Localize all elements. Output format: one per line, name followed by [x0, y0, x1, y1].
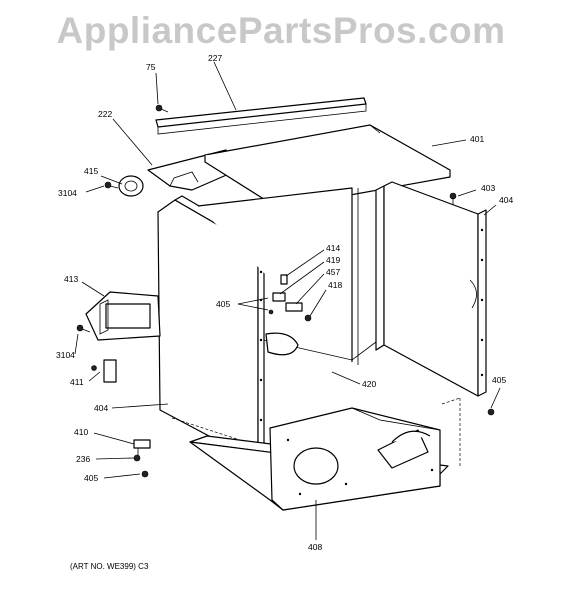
callout-405-center: 405 — [216, 299, 230, 309]
callout-415: 415 — [84, 166, 98, 176]
callout-410: 410 — [74, 427, 88, 437]
art-number: (ART NO. WE399) C3 — [70, 562, 149, 571]
callout-401: 401 — [470, 134, 484, 144]
part-405-screw-right — [487, 408, 495, 416]
callout-3104-upper: 3104 — [58, 188, 77, 198]
callout-411: 411 — [70, 377, 84, 387]
part-414-switch-parts — [268, 274, 312, 322]
part-408-base-frame — [189, 407, 449, 511]
part-227-rail — [155, 97, 367, 135]
callout-419: 419 — [326, 255, 340, 265]
callout-3104-lower: 3104 — [56, 350, 75, 360]
part-410-hinge — [133, 439, 151, 478]
callout-403: 403 — [481, 183, 495, 193]
part-75-screw — [155, 104, 169, 113]
callout-227: 227 — [208, 53, 222, 63]
part-404-left-side-panel — [157, 195, 265, 463]
callout-222: 222 — [98, 109, 112, 119]
watermark: AppliancePartsPros.com — [56, 10, 506, 51]
callout-236: 236 — [76, 454, 90, 464]
part-411-clip — [91, 359, 117, 383]
part-415-bumper — [118, 175, 144, 197]
callout-413: 413 — [64, 274, 78, 284]
callout-75: 75 — [146, 62, 156, 72]
callout-414: 414 — [326, 243, 340, 253]
part-3104-screw-lower — [76, 324, 91, 333]
callout-457: 457 — [326, 267, 340, 277]
callout-418: 418 — [328, 280, 342, 290]
callout-405-lower: 405 — [84, 473, 98, 483]
callout-404-left: 404 — [94, 403, 108, 413]
part-413-bracket — [85, 291, 161, 341]
callout-404-right: 404 — [499, 195, 513, 205]
part-403-screw — [449, 192, 457, 205]
part-3104-screw-upper — [104, 181, 119, 189]
leader-lines — [74, 61, 501, 540]
part-404-right-side-panel — [383, 181, 487, 397]
callout-408: 408 — [308, 542, 322, 552]
callout-405-right: 405 — [492, 375, 506, 385]
callout-420: 420 — [362, 379, 376, 389]
